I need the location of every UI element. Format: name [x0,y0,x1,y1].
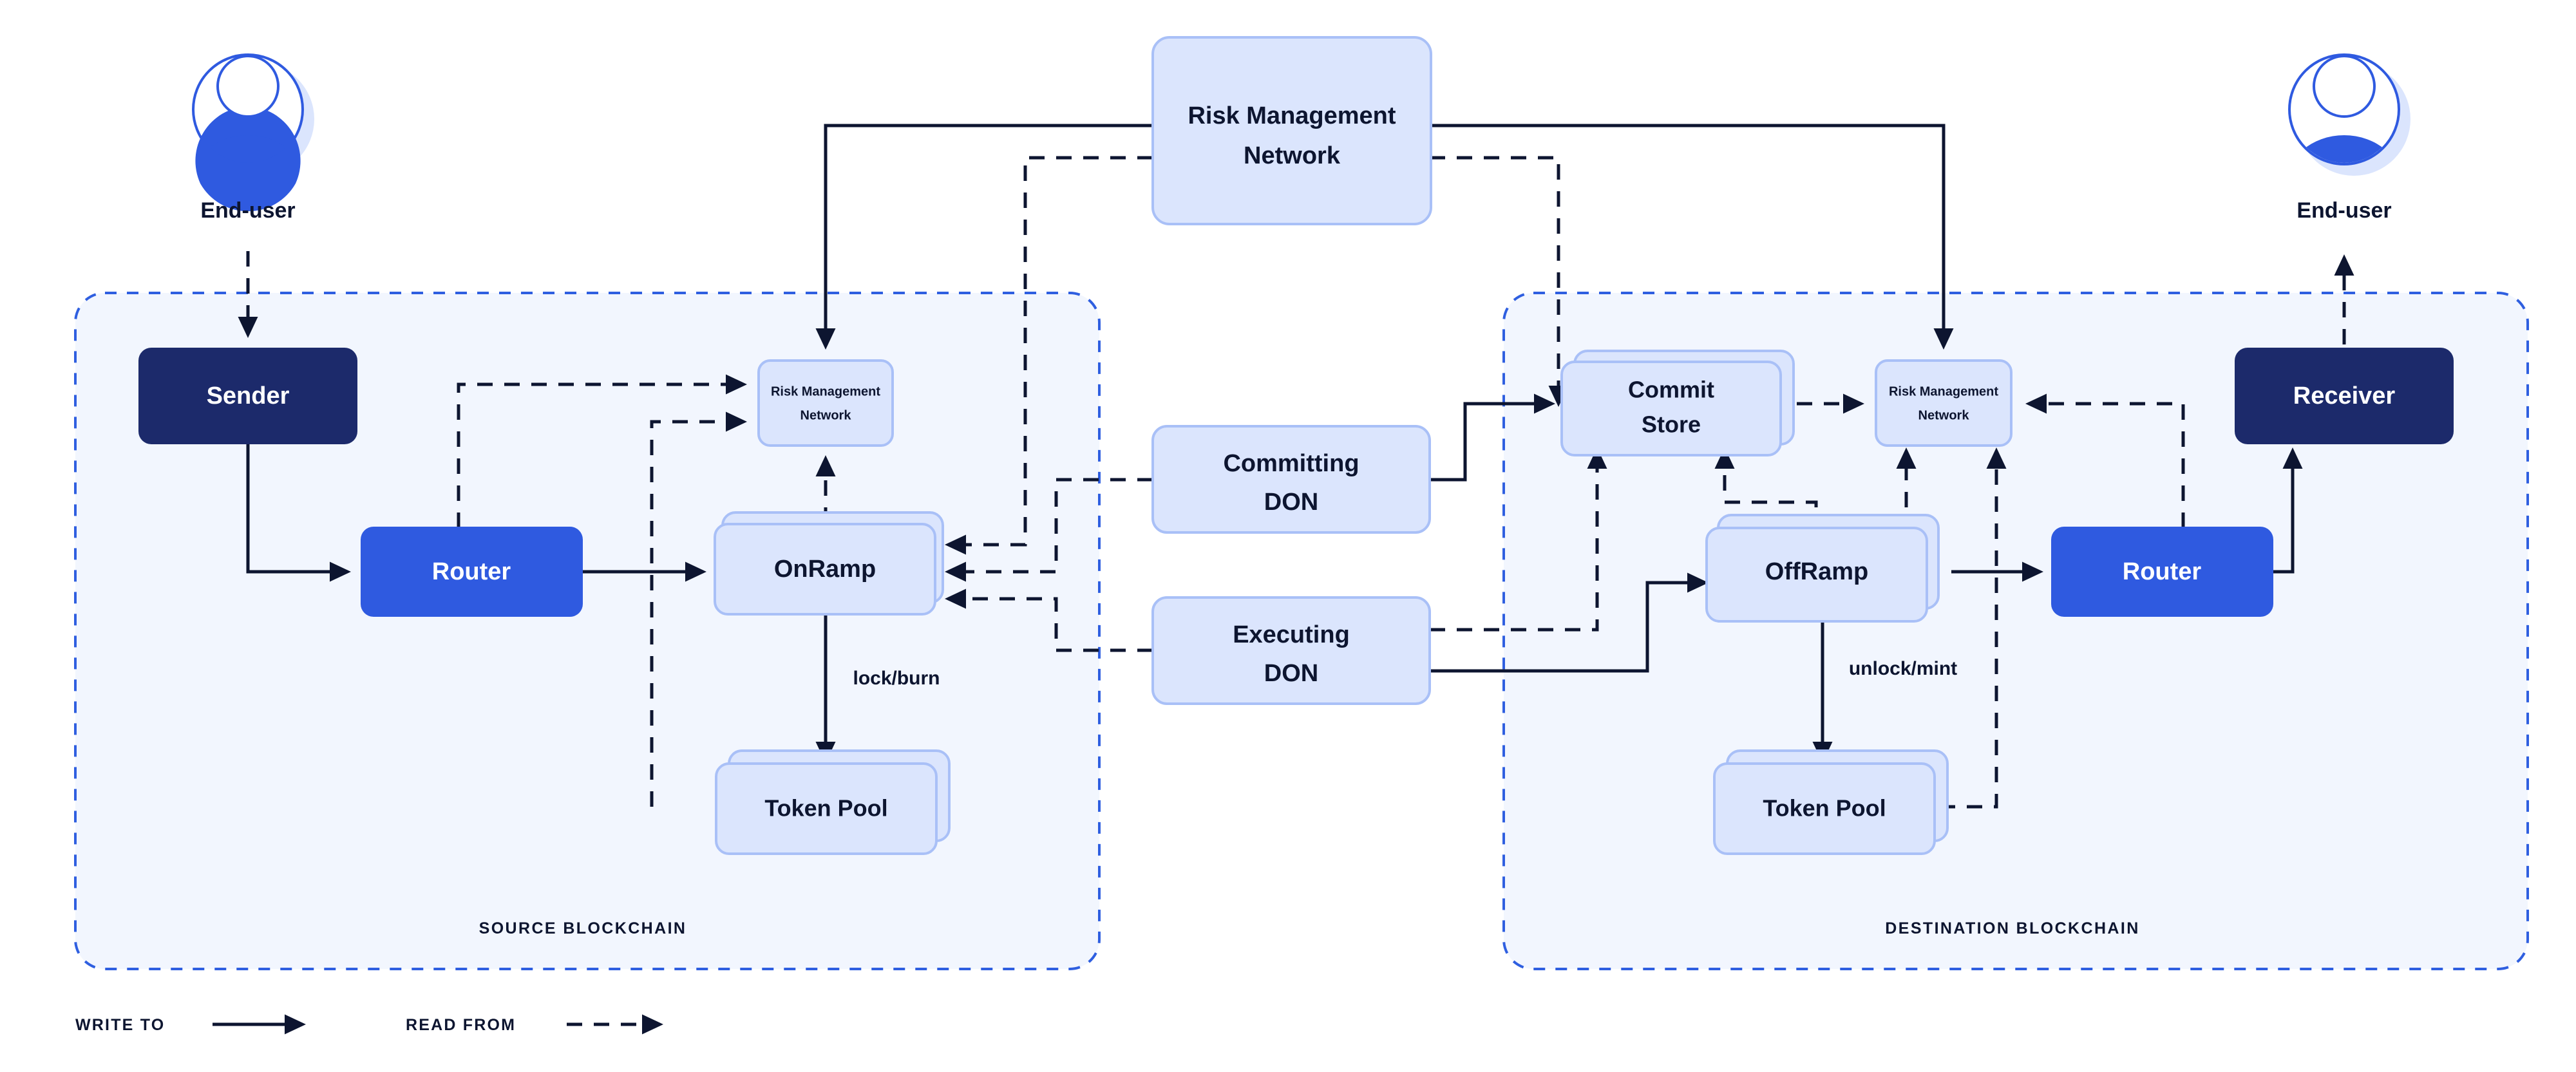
node-receiver[interactable]: Receiver [2235,348,2454,444]
node-token-pool-source-label: Token Pool [764,795,887,822]
edge-router-dest-reads-rmn-dest [2025,393,2185,528]
edge-committing-don-to-commitstore [1430,393,1556,482]
node-commit-store[interactable]: Commit Store [1560,350,1795,456]
edge-rmn-top-to-rmn-source [815,124,1153,350]
node-rmn-destination-label-line2: Network [1918,408,1970,422]
node-committing-don-label-line1: Committing [1223,450,1359,477]
edge-executing-don-reads-onramp [944,588,1153,652]
node-sender[interactable]: Sender [138,348,357,444]
node-rmn-destination-label-line1: Risk Management [1889,384,1998,399]
node-rmn-top[interactable]: Risk Management Network [1151,36,1432,225]
node-rmn-source-label-line1: Risk Management [771,384,880,399]
node-executing-don[interactable]: Executing DON [1151,596,1431,705]
node-rmn-source[interactable]: Risk Management Network [757,359,894,447]
node-router-source[interactable]: Router [361,527,583,617]
edge-offramp-reads-commitstore [1714,447,1818,534]
node-router-destination[interactable]: Router [2051,527,2273,617]
node-commit-store-label-line1: Commit [1628,377,1714,403]
avatar-label-right: End-user [2297,198,2391,223]
node-executing-don-label-line1: Executing [1233,621,1350,648]
avatar-head-right [2313,55,2376,118]
node-token-pool-destination-label: Token Pool [1763,795,1886,822]
edge-rmn-top-to-rmn-dest [1430,124,1954,350]
node-sender-label: Sender [207,382,290,409]
avatar-label-left: End-user [200,198,295,223]
zone-destination-label: DESTINATION BLOCKCHAIN [1885,919,2139,937]
edge-label-lock-burn: lock/burn [853,668,940,689]
node-router-destination-label: Router [2123,558,2202,585]
edge-router-reads-rmn-source [457,374,748,528]
legend: WRITE TO READ FROM [75,1014,664,1035]
node-offramp[interactable]: OffRamp [1705,514,1940,623]
legend-read-from-label: READ FROM [406,1016,516,1034]
edge-committing-don-reads-onramp [944,478,1153,582]
node-receiver-label: Receiver [2293,382,2396,409]
node-commit-store-label-line2: Store [1642,411,1701,438]
zone-source-label: SOURCE BLOCKCHAIN [479,919,687,937]
legend-write-to-label: WRITE TO [75,1016,165,1034]
node-rmn-top-label-line1: Risk Management [1188,102,1396,129]
node-committing-don[interactable]: Committing DON [1151,425,1431,534]
edge-tokenpool-dest-reads-rmn-dest [1940,447,2007,809]
node-committing-don-label-line2: DON [1264,489,1318,516]
node-token-pool-source[interactable]: Token Pool [715,749,951,855]
edge-sender-to-router [246,441,352,582]
node-rmn-destination[interactable]: Risk Management Network [1875,359,2012,447]
node-token-pool-destination[interactable]: Token Pool [1713,749,1949,855]
edge-tokenpool-reads-rmn-source [650,411,748,807]
node-router-source-label: Router [432,558,511,585]
node-executing-don-label-line2: DON [1264,660,1318,687]
node-offramp-label: OffRamp [1765,558,1868,585]
node-onramp[interactable]: OnRamp [714,511,944,616]
edge-executing-don-reads-commitstore [1430,447,1607,632]
edge-label-unlock-mint: unlock/mint [1849,658,1957,679]
avatar-head-left [216,55,279,118]
edge-executing-don-to-offramp [1430,572,1709,673]
node-onramp-label: OnRamp [774,556,876,583]
avatar-end-user-left [192,53,314,212]
node-rmn-top-label-line2: Network [1244,142,1341,169]
node-rmn-source-label-line2: Network [800,408,852,422]
edge-rmn-top-reads-onramp [944,156,1153,555]
